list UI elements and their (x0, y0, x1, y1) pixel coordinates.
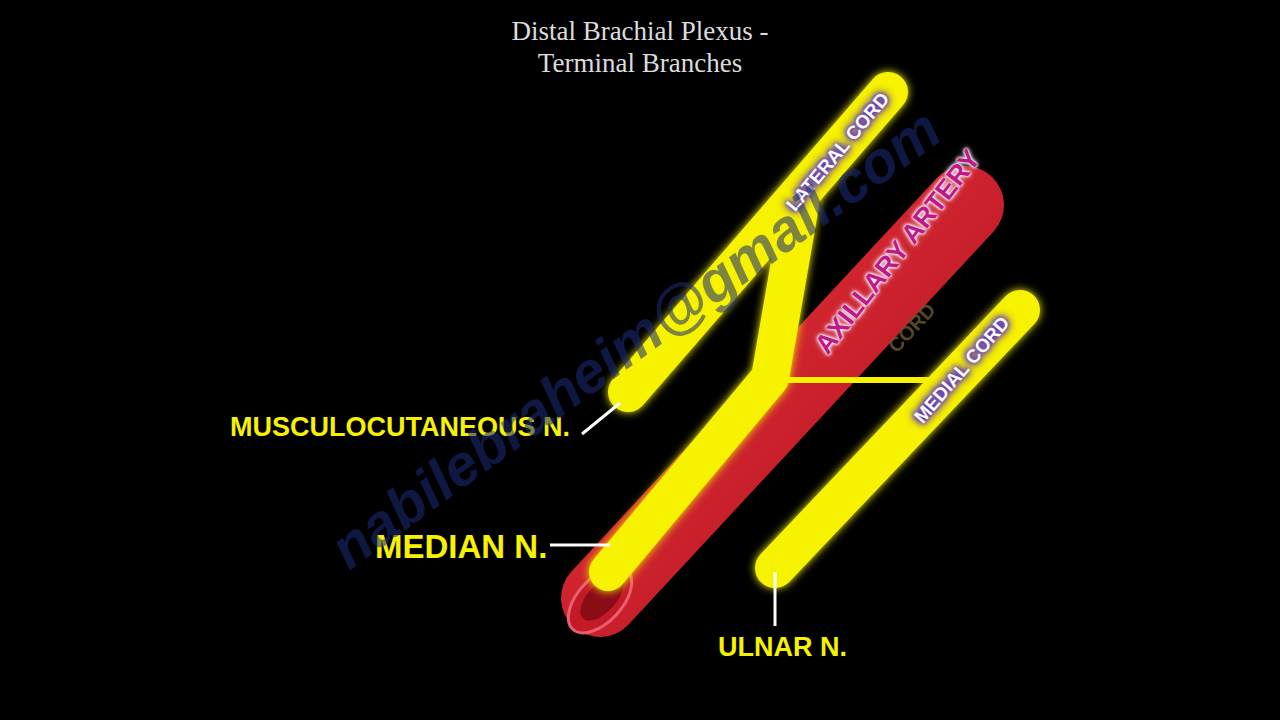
diagram-title: Distal Brachial Plexus - Terminal Branch… (470, 15, 810, 79)
nerve-label: ULNAR N. (718, 632, 847, 663)
leader-line (550, 544, 610, 547)
median-nerve-medial-root (770, 378, 925, 382)
leader-line (774, 572, 777, 626)
